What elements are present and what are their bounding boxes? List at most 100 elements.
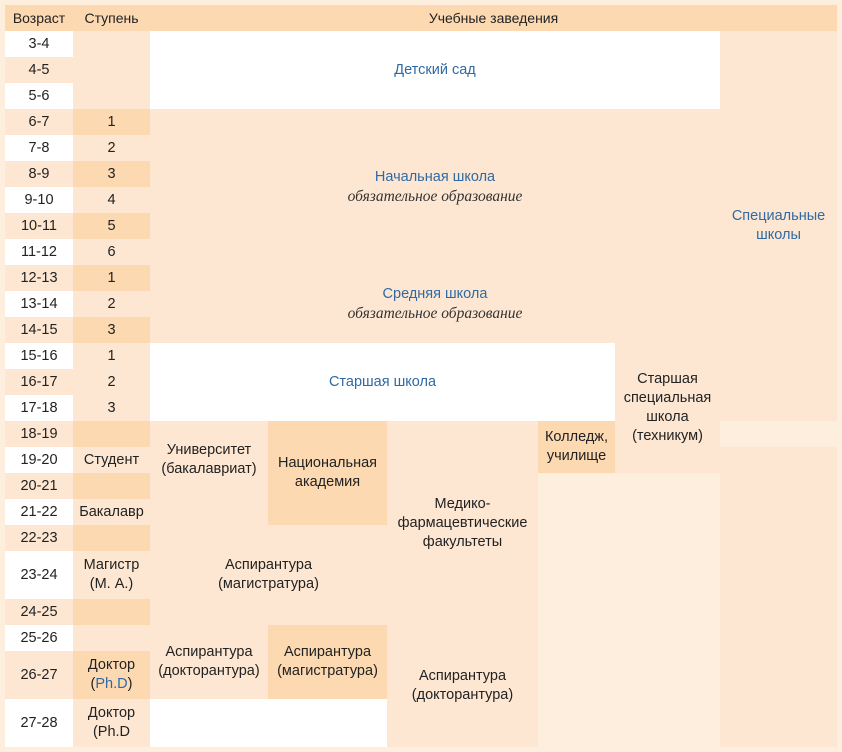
middle-school-label: Средняя школа — [382, 286, 488, 302]
middle-school-cell: Средняя школа обязательное образование — [150, 265, 720, 343]
level-cell — [73, 599, 150, 625]
table-row: 7-8 2 — [5, 135, 837, 161]
table-row: 21-22 Бакалавр — [5, 499, 837, 525]
table-row: 13-14 2 — [5, 291, 837, 317]
table-row: 26-27 Доктор(Ph.D) — [5, 651, 837, 699]
primary-school-cell: Начальная школа обязательное образование — [150, 109, 720, 265]
table-row: 9-10 4 — [5, 187, 837, 213]
header-level: Ступень — [73, 5, 150, 31]
age-cell: 21-22 — [5, 499, 73, 525]
age-cell: 24-25 — [5, 599, 73, 625]
university-cell: Университет(бакалавриат) — [150, 421, 268, 499]
table-row: 17-18 3 — [5, 395, 837, 421]
medical-aspirantura-cell: Аспирантура(докторантура) — [387, 625, 538, 747]
table-row: 25-26 Аспирантура(докторантура) Аспирант… — [5, 625, 837, 747]
table-row: 16-17 2 — [5, 369, 837, 395]
kindergarten-label: Детский сад — [394, 61, 476, 78]
college-cell: Колледж,училище — [538, 421, 615, 473]
age-cell: 17-18 — [5, 395, 73, 421]
primary-school-note: обязательное образование — [347, 188, 523, 205]
level-cell — [73, 31, 150, 57]
table-row: 4-5 — [5, 57, 837, 83]
table-row: 23-24 Магистр(М. А.) — [5, 551, 837, 599]
table-row: 14-15 3 — [5, 317, 837, 343]
level-cell — [73, 473, 150, 499]
high-school-cell: Старшая школа — [150, 343, 615, 421]
level-cell: 1 — [73, 343, 150, 369]
age-cell: 3-4 — [5, 31, 73, 57]
right-filler-cell — [720, 447, 838, 747]
age-cell: 18-19 — [5, 421, 73, 447]
age-cell: 22-23 — [5, 525, 73, 551]
table-row: 22-23 Аспирантура(магистратура) — [5, 525, 837, 625]
high-school-label: Старшая школа — [328, 373, 437, 390]
age-cell: 16-17 — [5, 369, 73, 395]
age-cell: 10-11 — [5, 213, 73, 239]
level-cell: Доктор(Ph.D — [73, 699, 150, 747]
age-cell: 27-28 — [5, 699, 73, 747]
age-cell: 8-9 — [5, 161, 73, 187]
age-cell: 14-15 — [5, 317, 73, 343]
level-cell — [73, 525, 150, 551]
table-row: 8-9 3 — [5, 161, 837, 187]
kindergarten-cell: Детский сад — [150, 31, 720, 109]
level-cell: 2 — [73, 135, 150, 161]
middle-school-note: обязательное образование — [347, 305, 523, 322]
age-cell: 19-20 — [5, 447, 73, 473]
age-cell: 23-24 — [5, 551, 73, 599]
level-cell — [73, 421, 150, 447]
education-table: Возраст Ступень Учебные заведения 3-4 Де… — [5, 5, 838, 747]
level-cell: Магистр(М. А.) — [73, 551, 150, 599]
table-row: 18-19 Университет(бакалавриат) Националь… — [5, 421, 837, 625]
table-row: 11-12 6 — [5, 239, 837, 265]
level-cell: Доктор(Ph.D) — [73, 651, 150, 699]
level-cell: 2 — [73, 369, 150, 395]
level-cell: 1 — [73, 109, 150, 135]
level-cell: 2 — [73, 291, 150, 317]
age-cell: 5-6 — [5, 83, 73, 109]
level-cell: Бакалавр — [73, 499, 150, 525]
table-row: 27-28 Доктор(Ph.D — [5, 699, 837, 747]
level-cell — [73, 57, 150, 83]
age-cell: 26-27 — [5, 651, 73, 699]
university-filler-cell — [150, 499, 268, 525]
level-cell: 3 — [73, 317, 150, 343]
header-age: Возраст — [5, 5, 73, 31]
level-cell — [73, 625, 150, 651]
age-cell: 12-13 — [5, 265, 73, 291]
level-cell: Студент — [73, 447, 150, 473]
level-cell — [73, 83, 150, 109]
level-cell: 6 — [73, 239, 150, 265]
primary-school-label: Начальная школа — [374, 169, 496, 185]
age-cell: 25-26 — [5, 625, 73, 651]
header-row: Возраст Ступень Учебные заведения — [5, 5, 838, 31]
age-cell: 7-8 — [5, 135, 73, 161]
table-row: 19-20 Студент — [5, 447, 838, 747]
table-row: 5-6 — [5, 83, 837, 109]
age-cell: 15-16 — [5, 343, 73, 369]
level-cell: 3 — [73, 395, 150, 421]
table-row: 6-7 1 Начальная школа обязательное образ… — [5, 109, 837, 265]
table-row: 24-25 — [5, 599, 837, 625]
header-institutions: Учебные заведения — [150, 5, 838, 31]
level-cell: 4 — [73, 187, 150, 213]
aspirantura-magistratura-cell: Аспирантура(магистратура) — [150, 525, 387, 625]
age-cell: 20-21 — [5, 473, 73, 499]
table-row: 12-13 1 Средняя школа обязательное образ… — [5, 265, 837, 343]
age-cell: 9-10 — [5, 187, 73, 213]
age-cell: 6-7 — [5, 109, 73, 135]
age-cell: 4-5 — [5, 57, 73, 83]
empty-white-cell — [150, 699, 387, 747]
level-cell: 5 — [73, 213, 150, 239]
level-cell: 3 — [73, 161, 150, 187]
aspirantura-doktorantura-cell: Аспирантура(докторантура) — [150, 625, 268, 699]
age-cell: 11-12 — [5, 239, 73, 265]
table-row: 20-21 — [5, 473, 837, 499]
academy-aspirantura-magistratura-cell: Аспирантура(магистратура) — [268, 625, 387, 699]
